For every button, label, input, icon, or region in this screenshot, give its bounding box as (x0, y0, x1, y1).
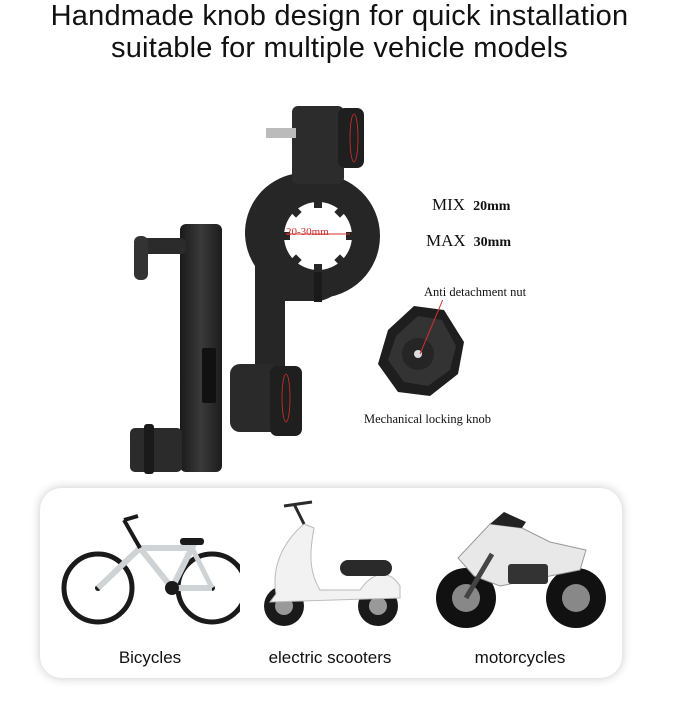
phone-holder-illustration: 20-30mm (130, 106, 380, 474)
spec-min: MIX 20mm (432, 195, 510, 215)
spec-max-value: 30mm (473, 235, 511, 250)
compatible-vehicles-panel: Bicycles electric scooters motorcycles (40, 488, 622, 678)
diameter-range-label: 20-30mm (286, 226, 329, 238)
motorcycle-icon (436, 512, 606, 628)
spec-min-value: 20mm (473, 199, 511, 214)
diameter-dimension: 20-30mm (281, 113, 359, 423)
scooter-icon (264, 500, 401, 626)
spec-max: MAX 30mm (426, 231, 511, 251)
headline-line-1: Handmade knob design for quick installat… (50, 0, 629, 32)
callout-mechanical-locking-knob: Mechanical locking knob (364, 412, 492, 426)
handlebar-clamp (230, 106, 380, 436)
bicycle-icon (61, 514, 240, 625)
vehicle-motorcycles: motorcycles (430, 498, 610, 673)
vehicle-electric-scooters: electric scooters (240, 498, 420, 673)
spec-min-key: MIX (432, 195, 466, 214)
vehicle-label: motorcycles (474, 648, 566, 667)
locking-knob-detail (378, 300, 464, 396)
vehicle-bicycles: Bicycles (60, 498, 240, 673)
callout-anti-detachment-nut: Anti detachment nut (424, 285, 527, 299)
vehicle-label: electric scooters (268, 648, 392, 667)
holder-arm (130, 224, 222, 474)
spec-max-key: MAX (426, 231, 466, 250)
clamp-ring (284, 202, 352, 270)
headline-line-2: suitable for multiple vehicle models (111, 32, 568, 64)
headline: Handmade knob design for quick installat… (0, 0, 679, 64)
vehicle-label: Bicycles (118, 648, 182, 667)
